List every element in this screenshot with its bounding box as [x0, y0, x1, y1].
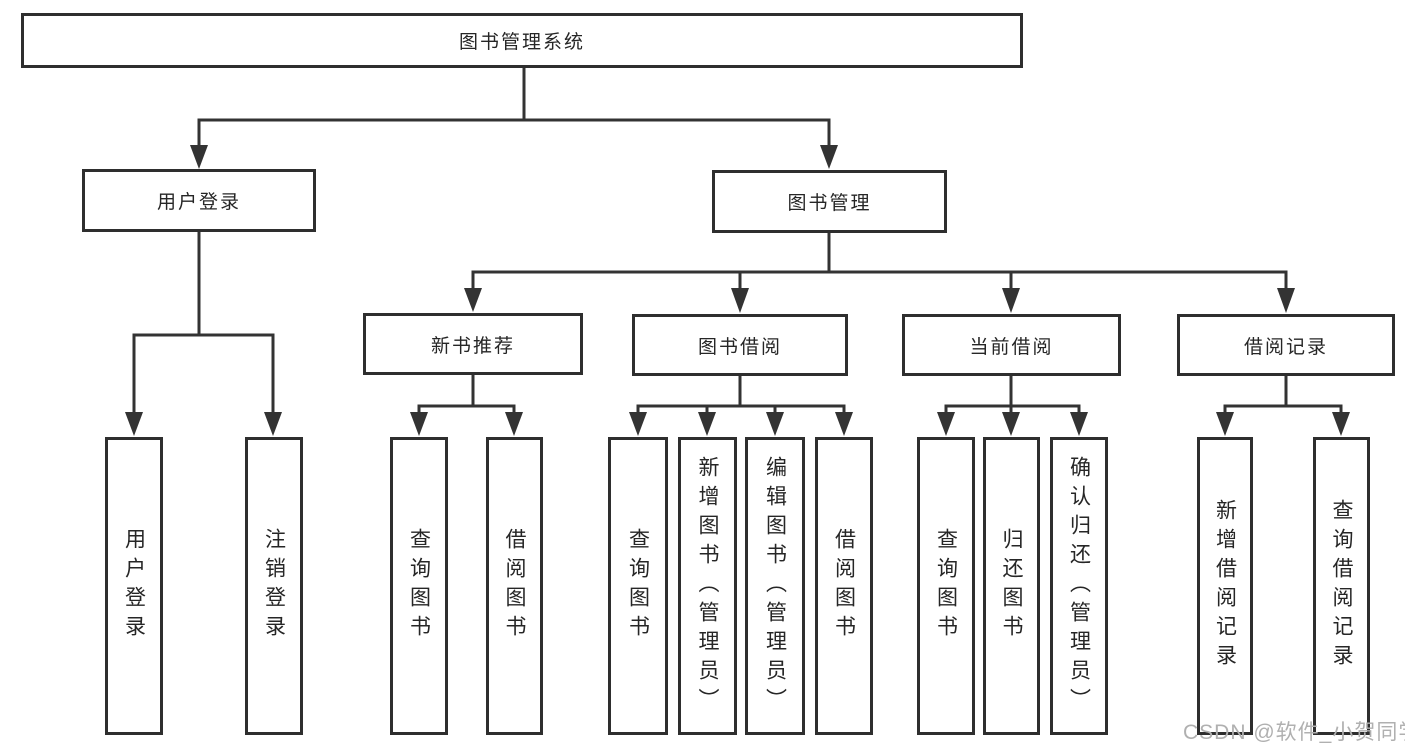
watermark-text: CSDN @软件_小贺同学	[1183, 721, 1405, 744]
leaf-user-login: 用户登录	[105, 437, 163, 735]
node-book-management: 图书管理	[712, 170, 947, 233]
node-library-system: 图书管理系统	[21, 13, 1023, 68]
leaf-label: 借阅图书	[503, 528, 526, 644]
leaf-label: 注销登录	[262, 528, 286, 644]
leaf-query-books-current: 查询图书	[917, 437, 975, 735]
leaf-borrow-books-recommend: 借阅图书	[486, 437, 543, 735]
leaf-query-books-borrowing: 查询图书	[608, 437, 668, 735]
leaf-label: 新增借阅记录	[1213, 499, 1237, 673]
leaf-label: 用户登录	[122, 528, 146, 644]
node-new-book-recommend: 新书推荐	[363, 313, 583, 375]
leaf-borrow-books-borrowing: 借阅图书	[815, 437, 873, 735]
leaf-label: 借阅图书	[832, 528, 856, 644]
leaf-label: 新增图书（管理员）	[696, 455, 719, 717]
leaf-return-books: 归还图书	[983, 437, 1040, 735]
node-current-borrowing: 当前借阅	[902, 314, 1121, 376]
node-borrowing-records: 借阅记录	[1177, 314, 1395, 376]
leaf-logout: 注销登录	[245, 437, 303, 735]
leaf-confirm-return-admin: 确认归还（管理员）	[1050, 437, 1108, 735]
leaf-edit-book-admin: 编辑图书（管理员）	[745, 437, 805, 735]
leaf-label: 查询图书	[626, 528, 650, 644]
leaf-add-borrow-record: 新增借阅记录	[1197, 437, 1253, 735]
leaf-add-book-admin: 新增图书（管理员）	[678, 437, 737, 735]
leaf-label: 确认归还（管理员）	[1067, 455, 1091, 717]
leaf-label: 编辑图书（管理员）	[763, 455, 787, 717]
leaf-query-borrow-record: 查询借阅记录	[1313, 437, 1370, 735]
leaf-label: 归还图书	[1000, 528, 1023, 644]
node-book-borrowing: 图书借阅	[632, 314, 848, 376]
leaf-label: 查询借阅记录	[1330, 499, 1353, 673]
leaf-label: 查询图书	[407, 528, 431, 644]
node-user-login: 用户登录	[82, 169, 316, 232]
leaf-query-books-recommend: 查询图书	[390, 437, 448, 735]
leaf-label: 查询图书	[934, 528, 958, 644]
